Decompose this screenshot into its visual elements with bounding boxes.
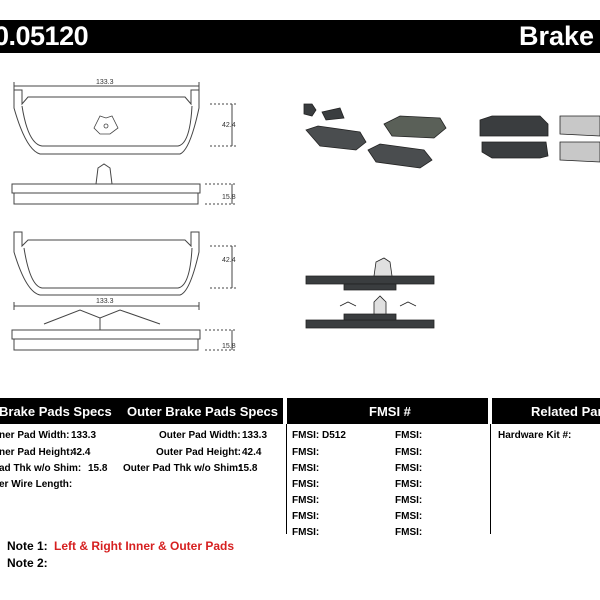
dim-thickness-bottom: 15.8 (222, 343, 236, 350)
fmsi-label: FMSI: (292, 511, 320, 522)
fmsi-label: FMSI: (395, 527, 423, 538)
dim-height-bottom: 42.4 (222, 257, 236, 264)
column-divider-1 (286, 424, 287, 534)
inner-specs-heading: Brake Pads Specs (0, 404, 112, 419)
fmsi-label: FMSI: (395, 495, 423, 506)
fmsi-label: FMSI: (292, 495, 320, 506)
pad-side-profile (305, 257, 435, 329)
fmsi-label: FMSI: (292, 447, 320, 458)
header-bar: 0.05120 Brake F (0, 20, 600, 53)
fmsi-label: FMSI: (395, 463, 423, 474)
outer-spec-label: Outer Pad Height: (156, 447, 242, 458)
inner-specs-header (0, 398, 283, 424)
pad-photo-group (303, 103, 600, 169)
dim-width-top: 133.3 (96, 79, 114, 86)
outer-spec-label: Outer Pad Width: (159, 430, 241, 441)
outer-spec-value: 42.4 (242, 447, 262, 458)
fmsi-label: FMSI: (292, 479, 320, 490)
page-title: Brake F (519, 21, 600, 51)
inner-spec-value: 42.4 (71, 447, 91, 458)
related-parts-heading: Related Par (531, 404, 600, 419)
outer-spec-value: 133.3 (242, 430, 268, 441)
inner-spec-value: 133.3 (71, 430, 97, 441)
fmsi-label: FMSI: (395, 447, 423, 458)
dim-width-bottom: 133.3 (96, 298, 114, 305)
note-1-label: Note 1: (7, 539, 48, 553)
technical-drawing: 133.3 42.4 15.8 42.4 133.3 15.8 (11, 79, 600, 351)
fmsi-heading: FMSI # (369, 404, 411, 419)
dim-thickness-top: 15.8 (222, 194, 236, 201)
inner-spec-label: ad Thk w/o Shim: (0, 463, 82, 474)
note-1-value: Left & Right Inner & Outer Pads (54, 539, 235, 553)
fmsi-header (287, 398, 488, 424)
fmsi-label: FMSI: (395, 479, 423, 490)
part-number: 0.05120 (0, 21, 89, 51)
inner-spec-value: 15.8 (88, 463, 108, 474)
fmsi-label: FMSI: (395, 511, 423, 522)
fmsi-label: FMSI: (395, 430, 423, 441)
pad-emblem-icon (93, 115, 119, 135)
outer-spec-value: 15.8 (238, 463, 258, 474)
fmsi-label: FMSI: (292, 527, 320, 538)
outer-spec-label: Outer Pad Thk w/o Shim: (123, 463, 242, 474)
note-2-label: Note 2: (7, 556, 48, 570)
inner-spec-label: ner Pad Height: (0, 447, 73, 458)
outer-specs-heading: Outer Brake Pads Specs (127, 404, 279, 419)
fmsi-label: FMSI: (292, 430, 320, 441)
fmsi-value: D512 (322, 430, 346, 441)
inner-spec-label: er Wire Length: (0, 479, 73, 490)
related-parts-header (492, 398, 600, 424)
fmsi-label: FMSI: (292, 463, 320, 474)
dim-height-top: 42.4 (222, 122, 236, 129)
inner-spec-label: ner Pad Width: (0, 430, 70, 441)
hardware-kit-label: Hardware Kit #: (498, 430, 572, 441)
column-divider-2 (490, 424, 491, 534)
